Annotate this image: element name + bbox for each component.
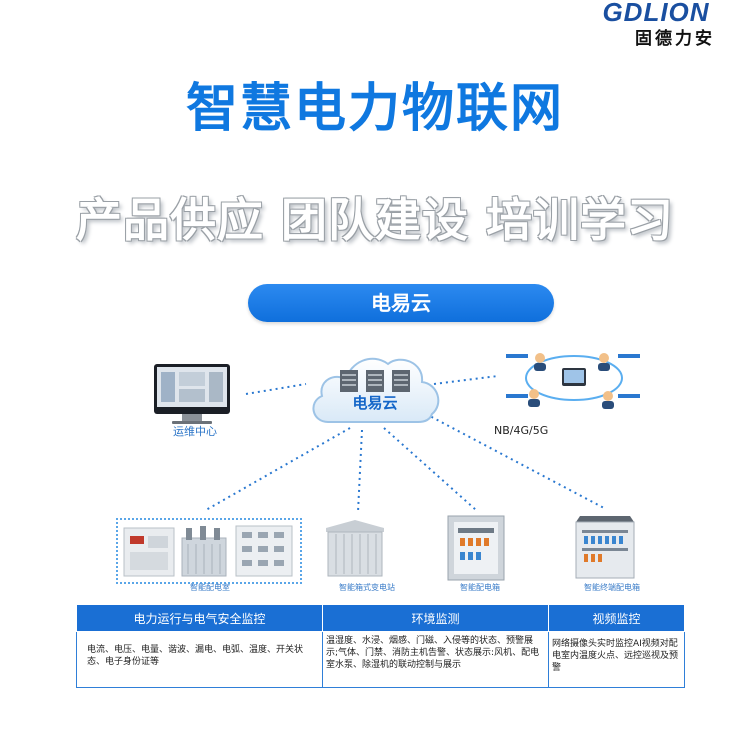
- header-environment: 环境监测: [322, 604, 549, 632]
- terminal-box-label: 智能终端配电箱: [584, 583, 640, 592]
- distribution-box-icon: [447, 515, 505, 581]
- page-subtitle: 产品供应 团队建设 培训学习: [75, 193, 675, 247]
- distribution-box-label: 智能配电箱: [460, 583, 500, 592]
- monitor-stand: [182, 414, 202, 422]
- monitor-screen: [157, 367, 227, 407]
- line-to-substation-room: [205, 427, 351, 511]
- monitor-base: [172, 421, 212, 424]
- cell-video: 网络摄像头实时监控AI视频对配电室内温度火点、远控巡视及预警: [548, 631, 685, 688]
- substation-room-label: 智能配电室: [190, 583, 230, 592]
- box-substation-icon: [326, 520, 384, 577]
- brand-logo-latin: GDLION: [602, 0, 710, 27]
- brand-logo-chinese: 固德力安: [635, 29, 715, 49]
- substation-room-frame: [116, 518, 302, 584]
- terminal-box-icon: [575, 516, 635, 579]
- header-power-safety: 电力运行与电气安全监控: [76, 604, 323, 632]
- ops-center-label: 运维中心: [173, 425, 217, 438]
- line-to-distribution-box: [383, 427, 477, 511]
- cloud-platform-pill: 电易云: [248, 284, 554, 322]
- monitoring-table: 电力运行与电气安全监控 环境监测 视频监控 电流、电压、电量、谐波、漏电、电弧、…: [76, 604, 685, 688]
- cloud-label: 电易云: [352, 394, 398, 412]
- table-header-row: 电力运行与电气安全监控 环境监测 视频监控: [76, 604, 685, 632]
- network-label: NB/4G/5G: [494, 424, 549, 437]
- line-to-box-substation: [357, 429, 363, 513]
- server-stack-icons: [340, 370, 410, 392]
- substation-room-icon: [123, 525, 293, 577]
- box-substation-label: 智能箱式变电站: [339, 583, 395, 592]
- cell-power-safety: 电流、电压、电量、谐波、漏电、电弧、温度、开关状态、电子身份证等: [76, 631, 323, 688]
- line-to-ops-center: [245, 383, 307, 395]
- cloud-icon: [312, 357, 440, 423]
- stakeholder-network-icon: [506, 353, 640, 409]
- page-title: 智慧电力物联网: [185, 79, 564, 139]
- header-video: 视频监控: [548, 604, 685, 632]
- ops-center-monitor-icon: [154, 364, 230, 414]
- table-row: 电流、电压、电量、谐波、漏电、电弧、温度、开关状态、电子身份证等 温湿度、水浸、…: [76, 631, 685, 688]
- cell-environment: 温湿度、水浸、烟感、门磁、入侵等的状态、预警展示;气体、门禁、消防主机告警、状态…: [322, 631, 549, 688]
